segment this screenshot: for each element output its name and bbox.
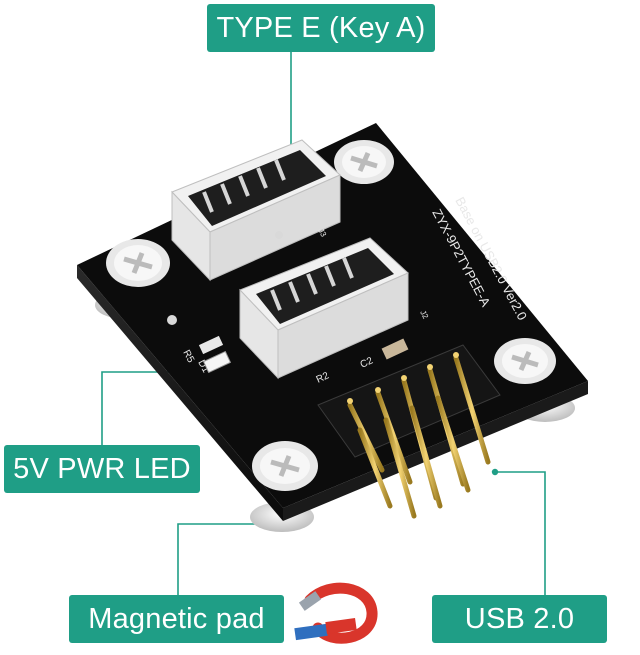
pwr-led	[198, 335, 232, 374]
usb-pin-header	[317, 344, 501, 519]
type-e-connector-bottom	[239, 237, 409, 380]
capacitor-c2	[381, 338, 409, 360]
pwr-led-label: 5V PWR LED	[4, 445, 200, 493]
silkscreen-r2: R2	[315, 370, 332, 386]
silkscreen-r5: R5	[180, 348, 196, 365]
type-e-key-a-label: TYPE E (Key A)	[207, 4, 435, 52]
magnetic-pad-label: Magnetic pad	[69, 595, 284, 643]
usb-label: USB 2.0	[432, 595, 607, 643]
type-e-connector-top	[171, 139, 341, 282]
silkscreen-c2: C2	[359, 355, 376, 371]
magnet-icon	[294, 582, 378, 644]
screw-mounts	[106, 140, 556, 491]
